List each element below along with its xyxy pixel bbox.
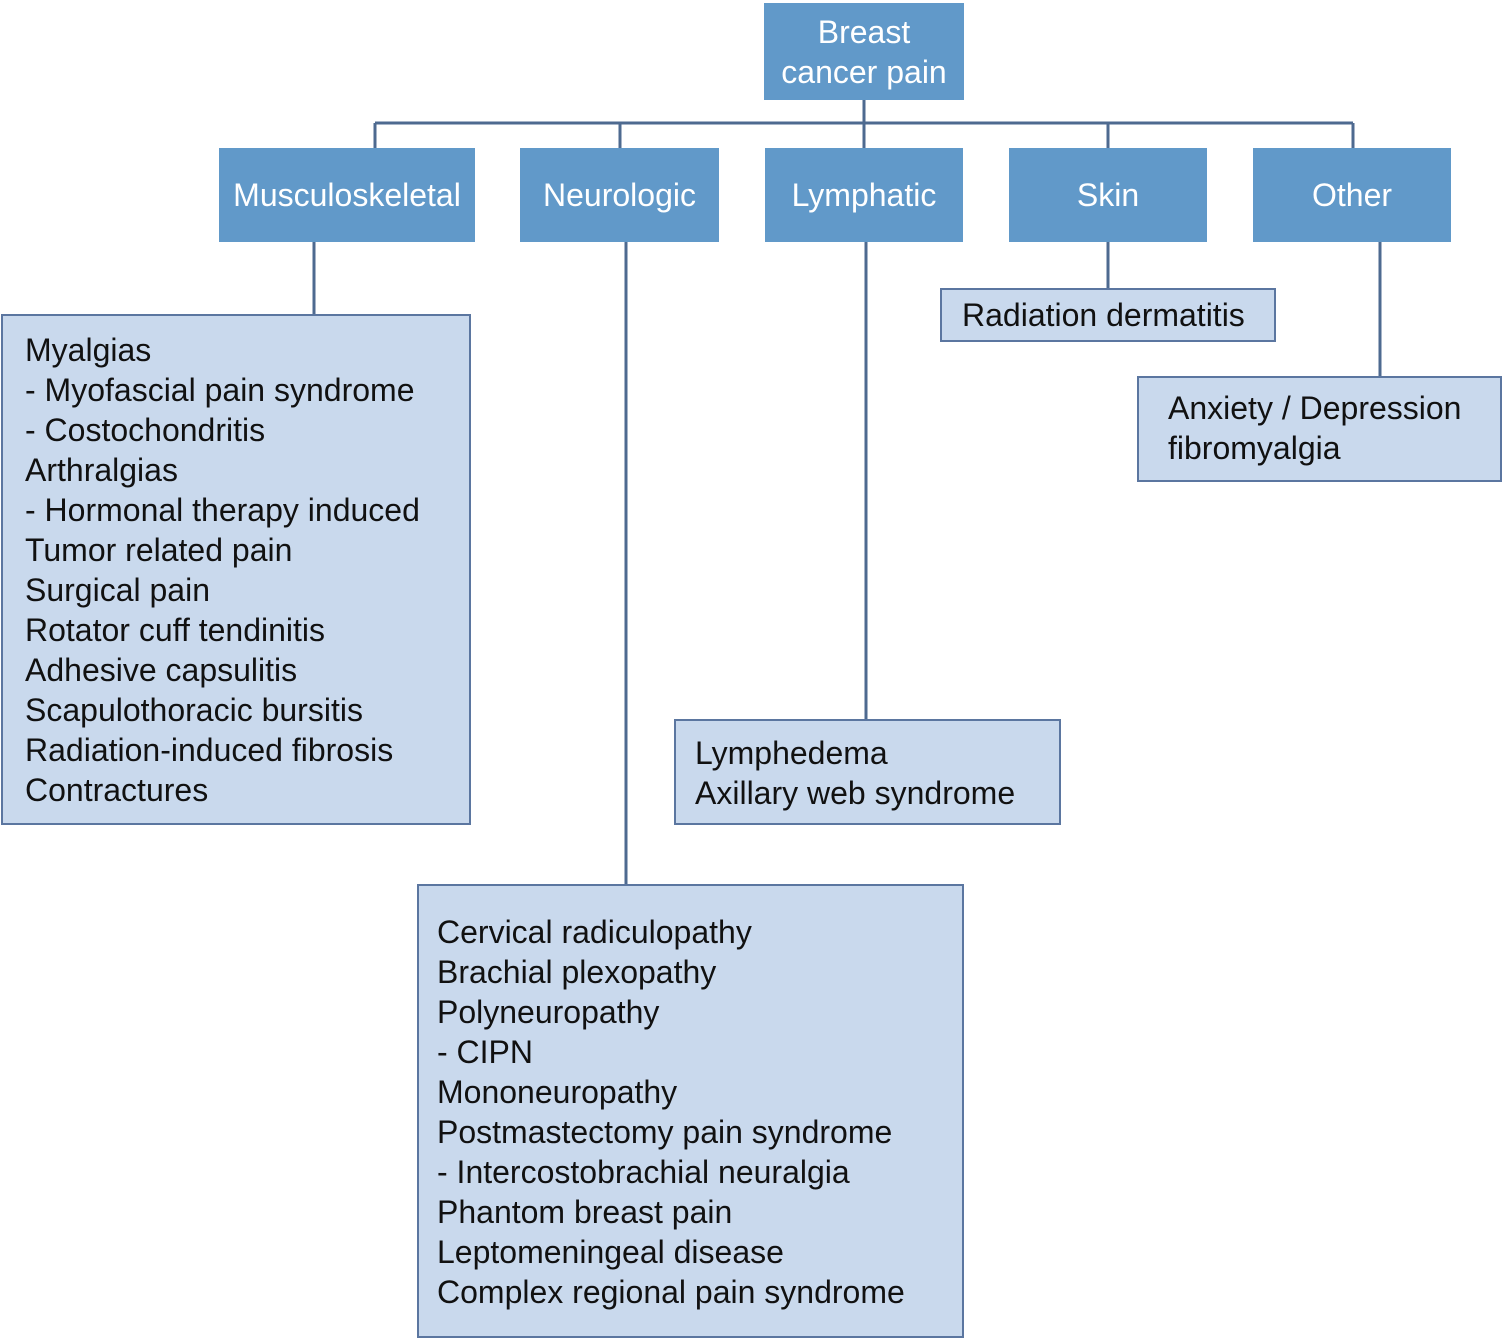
detail-item: - Intercostobrachial neuralgia [437, 1154, 850, 1190]
root-label-line-1: Breast [817, 13, 911, 50]
detail-item: Rotator cuff tendinitis [25, 612, 326, 648]
detail-box-musculoskeletal: Myalgias - Myofascial pain syndrome - Co… [1, 314, 471, 825]
detail-item: Polyneuropathy [437, 994, 660, 1030]
root-node-breast-cancer-pain: Breast cancer pain [764, 3, 964, 100]
detail-item: - CIPN [437, 1034, 533, 1070]
detail-item: Adhesive capsulitis [25, 652, 298, 688]
detail-item: - Hormonal therapy induced [25, 492, 420, 528]
detail-item: Surgical pain [25, 572, 210, 608]
detail-item: Cervical radiculopathy [437, 914, 752, 950]
category-skin-label: Skin [1076, 176, 1140, 213]
category-other-label: Other [1311, 176, 1393, 213]
detail-item: Arthralgias [25, 452, 178, 488]
root-label-line-2: cancer pain [781, 53, 947, 90]
category-neurologic-label: Neurologic [543, 176, 696, 213]
category-skin: Skin [1009, 148, 1207, 242]
detail-item: Lymphedema [695, 735, 888, 771]
detail-box-other: Anxiety / Depression fibromyalgia [1137, 376, 1502, 482]
detail-item: - Costochondritis [25, 412, 266, 448]
detail-item: Phantom breast pain [437, 1194, 733, 1230]
category-musculoskeletal: Musculoskeletal [219, 148, 475, 242]
detail-item: - Myofascial pain syndrome [25, 372, 415, 408]
detail-item: Axillary web syndrome [695, 775, 1016, 811]
detail-item: Contractures [25, 772, 209, 808]
detail-box-lymphatic: Lymphedema Axillary web syndrome [674, 719, 1061, 825]
category-lymphatic-label: Lymphatic [791, 176, 937, 213]
detail-item: fibromyalgia [1168, 430, 1341, 466]
detail-item: Myalgias [25, 332, 152, 368]
detail-item: Radiation dermatitis [962, 297, 1245, 333]
detail-item: Tumor related pain [25, 532, 293, 568]
category-musculoskeletal-label: Musculoskeletal [233, 176, 461, 213]
detail-item: Anxiety / Depression [1168, 390, 1462, 426]
category-other: Other [1253, 148, 1451, 242]
detail-item: Postmastectomy pain syndrome [437, 1114, 893, 1150]
detail-item: Leptomeningeal disease [437, 1234, 784, 1270]
detail-item: Brachial plexopathy [437, 954, 717, 990]
detail-item: Scapulothoracic bursitis [25, 692, 363, 728]
detail-box-skin: Radiation dermatitis [940, 288, 1276, 342]
detail-item: Complex regional pain syndrome [437, 1274, 905, 1310]
category-lymphatic: Lymphatic [765, 148, 963, 242]
detail-item: Mononeuropathy [437, 1074, 678, 1110]
detail-item: Radiation-induced fibrosis [25, 732, 394, 768]
category-neurologic: Neurologic [520, 148, 719, 242]
detail-box-neurologic: Cervical radiculopathy Brachial plexopat… [417, 884, 964, 1338]
